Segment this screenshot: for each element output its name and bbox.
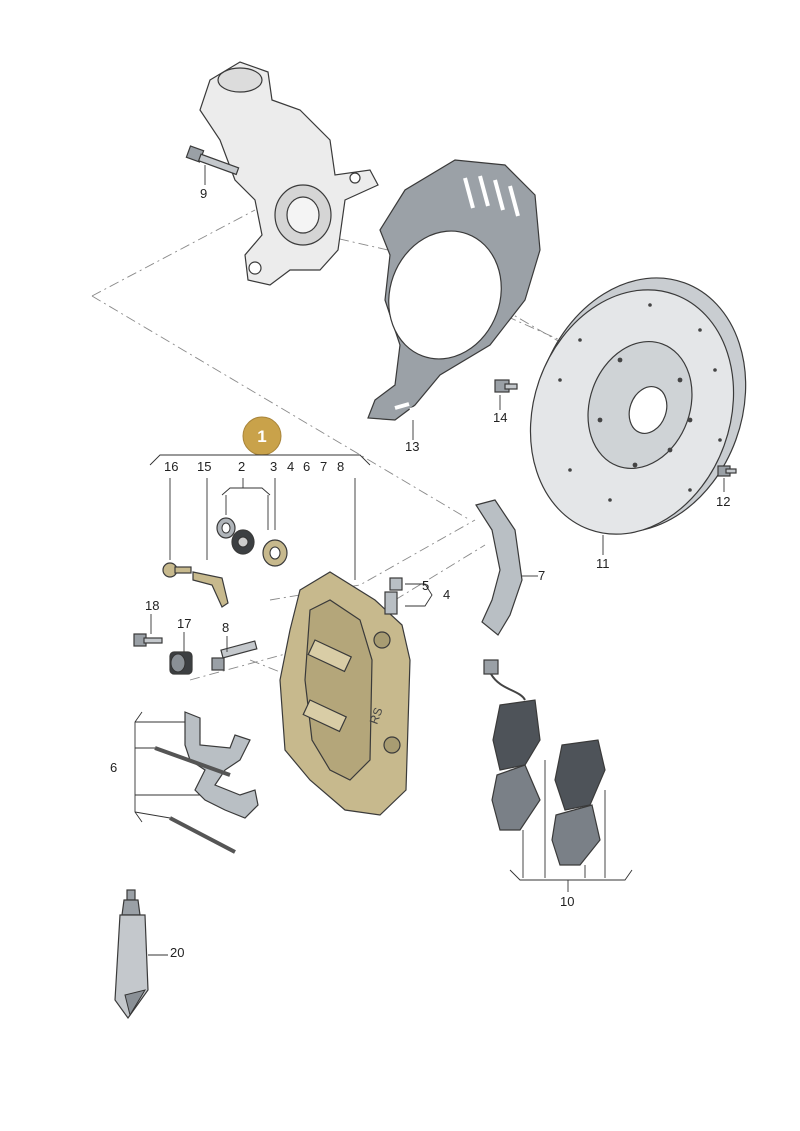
callout-7: 7 — [320, 459, 327, 474]
callout-badge-1[interactable]: 1 — [242, 416, 282, 456]
callout-15: 15 — [197, 459, 211, 474]
dust-boot-3 — [262, 539, 288, 567]
badge-bracket — [149, 454, 371, 466]
callout-6-left: 6 — [110, 760, 117, 775]
spring-clip — [154, 711, 259, 854]
seal-ring-2 — [216, 517, 236, 539]
caliper-carrier — [475, 499, 538, 636]
bushing-17 — [169, 651, 193, 675]
callout-6: 6 — [303, 459, 310, 474]
brake-disc — [529, 277, 747, 555]
bleed-valve-bracket — [405, 583, 433, 607]
callout-3: 3 — [270, 459, 277, 474]
grease-tube — [114, 889, 168, 1020]
bleed-valve-5 — [384, 577, 403, 615]
svg-text:RS: RS — [367, 706, 386, 726]
bolt-16 — [162, 562, 192, 578]
piston-2 — [231, 529, 255, 555]
top-row-leads — [169, 478, 356, 580]
callout-10: 10 — [560, 894, 574, 909]
callout-5: 5 — [422, 578, 429, 593]
callout-20: 20 — [170, 945, 184, 960]
clip-bracket — [134, 711, 143, 823]
callout-16: 16 — [164, 459, 178, 474]
callout-13: 13 — [405, 439, 419, 454]
brake-shield — [367, 159, 541, 440]
callout-17: 17 — [177, 616, 191, 631]
callout-9: 9 — [200, 186, 207, 201]
brake-pads — [491, 699, 633, 892]
steering-knuckle — [199, 61, 379, 286]
callout-8-mid: 8 — [222, 620, 229, 635]
callout-4: 4 — [287, 459, 294, 474]
callout-7-right: 7 — [538, 568, 545, 583]
callout-12: 12 — [716, 494, 730, 509]
callout-14: 14 — [493, 410, 507, 425]
brake-caliper[interactable]: RS — [279, 571, 411, 816]
callout-18: 18 — [145, 598, 159, 613]
callout-4-right: 4 — [443, 587, 450, 602]
callout-2: 2 — [238, 459, 245, 474]
wear-sensor — [483, 659, 526, 701]
bolt-14 — [494, 379, 518, 410]
callout-11: 11 — [596, 556, 610, 571]
screw-12 — [717, 465, 737, 492]
bolt-18 — [133, 633, 163, 647]
svg-text:1: 1 — [257, 427, 266, 446]
bolt-8 — [211, 640, 258, 671]
bolt-9 — [185, 145, 240, 185]
callout-8: 8 — [337, 459, 344, 474]
bracket-15 — [192, 571, 229, 608]
clip-lead-4 — [134, 811, 171, 819]
